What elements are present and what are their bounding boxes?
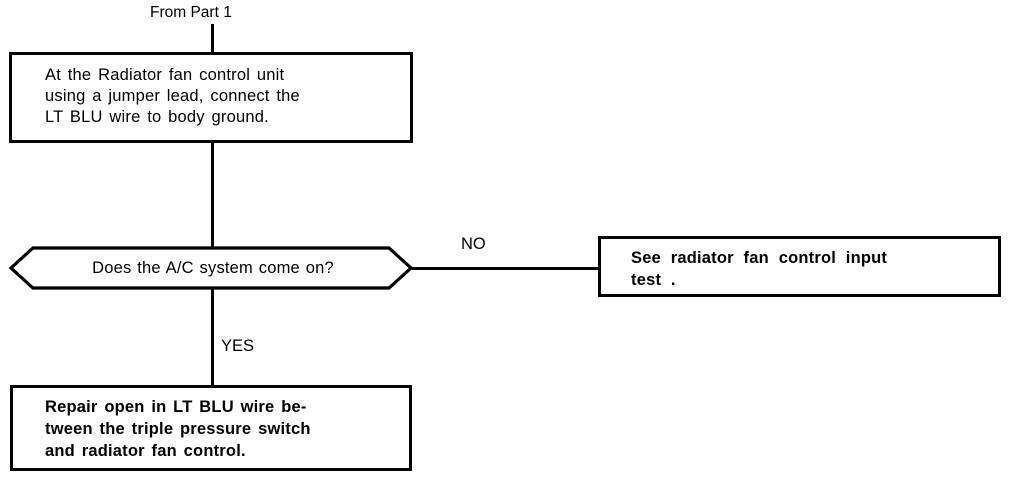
connector-start-box-to-decision [211,143,214,249]
decision-label-ac-system: Does the A/C system come on? [92,258,334,277]
process-box-repair-open-lt-blu: Repair open in LT BLU wire be- tween the… [10,385,412,471]
branch-label-yes: YES [221,337,255,355]
process-box-connect-lt-blu-text: At the Radiator fan control unit using a… [45,66,300,126]
decision-hexagon-outline [9,246,413,290]
connector-decision-no-to-see-test-box [412,267,599,270]
decision-hexagon-shape [9,246,413,290]
entry-label-from-part-1: From Part 1 [150,4,232,21]
connector-entry-to-start-box [211,24,214,53]
process-box-repair-open-lt-blu-text: Repair open in LT BLU wire be- tween the… [45,398,311,460]
connector-decision-yes-to-repair-box [211,287,214,386]
process-box-see-radiator-fan-control-input-test-text: See radiator fan control input test . [631,249,888,289]
branch-label-no: NO [461,235,486,253]
process-box-see-radiator-fan-control-input-test: See radiator fan control input test . [598,236,1001,297]
process-box-connect-lt-blu: At the Radiator fan control unit using a… [9,52,413,143]
